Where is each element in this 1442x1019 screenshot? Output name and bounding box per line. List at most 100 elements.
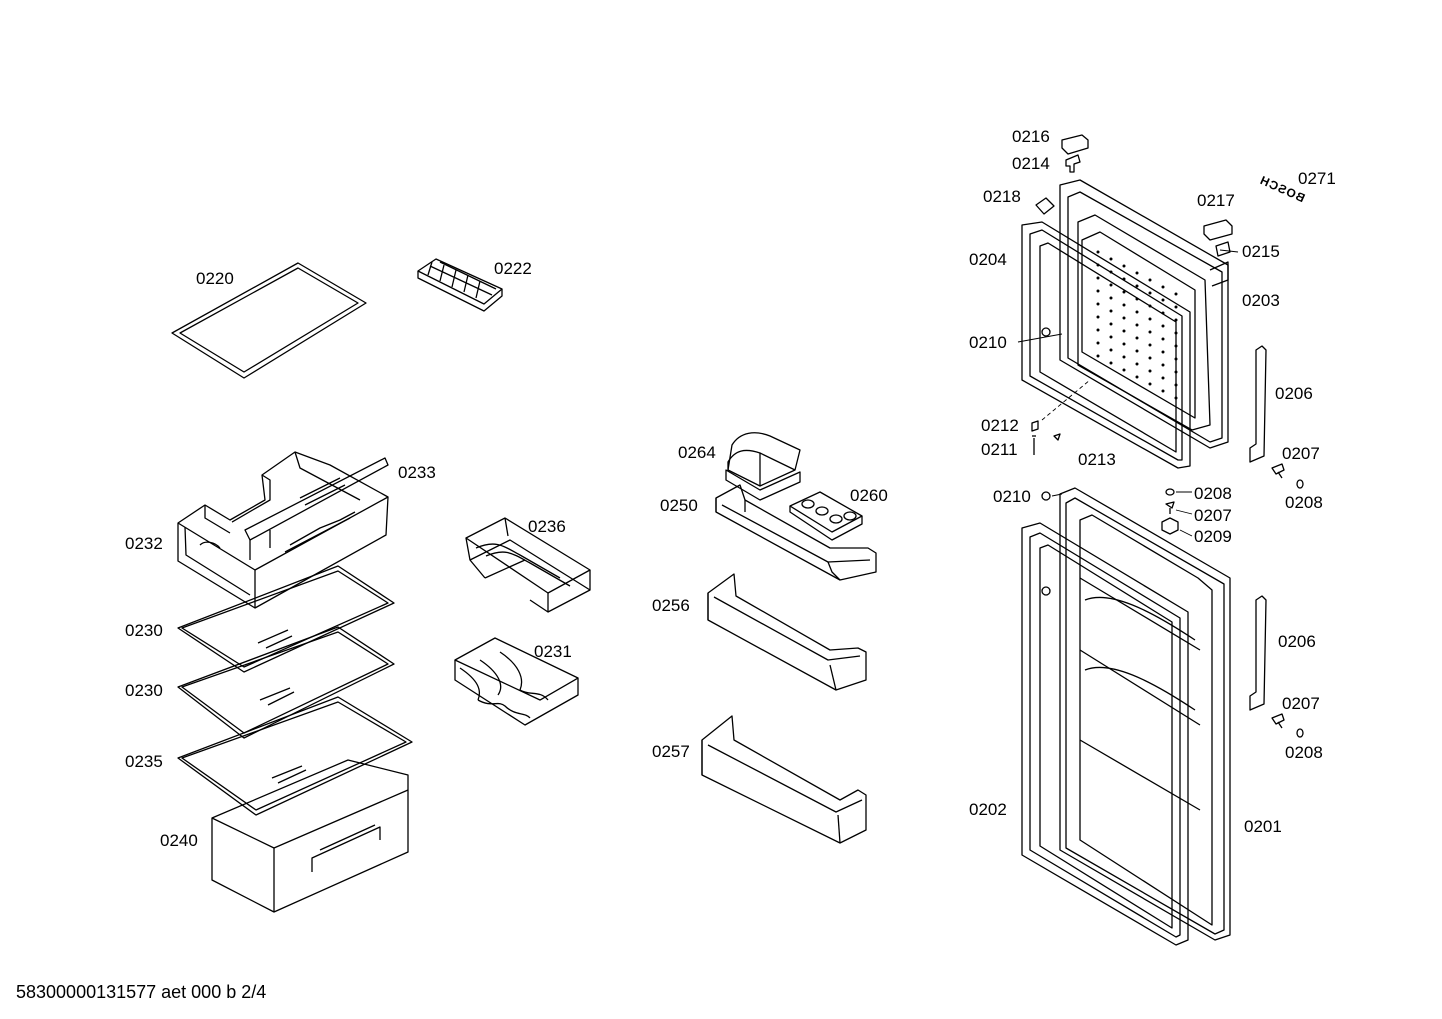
label-0235: 0235 — [125, 752, 163, 771]
door-dot — [1096, 341, 1100, 345]
label-0206-b: 0206 — [1278, 632, 1316, 651]
door-dot — [1122, 368, 1126, 372]
label-0213: 0213 — [1078, 450, 1116, 469]
part-0257-door-bin — [701, 715, 867, 844]
part-0210-plug-c — [1041, 586, 1051, 596]
leader-lines — [1017, 249, 1239, 537]
door-dot — [1109, 322, 1113, 326]
label-0210-a: 0210 — [969, 333, 1007, 352]
label-0209: 0209 — [1194, 527, 1232, 546]
label-0218: 0218 — [983, 187, 1021, 206]
label-0201: 0201 — [1244, 817, 1282, 836]
door-dot — [1109, 309, 1113, 313]
door-dot — [1161, 324, 1165, 328]
door-dot — [1096, 250, 1100, 254]
label-0214: 0214 — [1012, 154, 1050, 173]
door-dot — [1148, 369, 1152, 373]
door-dot — [1096, 302, 1100, 306]
label-0212: 0212 — [981, 416, 1019, 435]
door-dot — [1135, 375, 1139, 379]
label-0217: 0217 — [1197, 191, 1235, 210]
part-0208-washer-a — [1296, 479, 1304, 489]
label-0250: 0250 — [660, 496, 698, 515]
part-0203-dot-grid — [1096, 250, 1178, 400]
label-0204: 0204 — [969, 250, 1007, 269]
door-dot — [1122, 290, 1126, 294]
part-0220-tray — [171, 262, 367, 379]
door-dot — [1174, 292, 1178, 296]
part-0210-plug-a — [1041, 327, 1051, 337]
door-dot — [1135, 349, 1139, 353]
part-0222-ice-tray — [417, 258, 503, 312]
door-dot — [1135, 323, 1139, 327]
door-dot — [1096, 354, 1100, 358]
part-0214-bracket — [1065, 154, 1081, 173]
door-dot — [1122, 303, 1126, 307]
door-dot — [1148, 317, 1152, 321]
part-0232-drawer — [177, 451, 389, 609]
door-dot — [1109, 361, 1113, 365]
door-dot — [1161, 298, 1165, 302]
label-0256: 0256 — [652, 596, 690, 615]
door-dot — [1135, 271, 1139, 275]
door-dot — [1109, 335, 1113, 339]
door-dot — [1161, 389, 1165, 393]
door-dot — [1148, 291, 1152, 295]
document-footer-id: 58300000131577 aet 000 b 2/4 — [16, 982, 267, 1002]
part-0204-gasket — [1021, 221, 1191, 469]
door-dot — [1096, 315, 1100, 319]
door-dot — [1122, 264, 1126, 268]
door-dot — [1161, 363, 1165, 367]
door-dot — [1148, 330, 1152, 334]
label-0208-b: 0208 — [1194, 484, 1232, 503]
label-0230-b: 0230 — [125, 681, 163, 700]
door-dot — [1135, 284, 1139, 288]
part-0210-plug-b — [1041, 491, 1051, 501]
door-dot — [1161, 285, 1165, 289]
label-0220: 0220 — [196, 269, 234, 288]
door-dot — [1148, 278, 1152, 282]
part-0208-washer-b — [1165, 488, 1175, 496]
part-0201-fridge-door — [1059, 487, 1231, 941]
part-0207-screw-c — [1271, 713, 1285, 729]
door-dot — [1122, 316, 1126, 320]
door-dot — [1096, 328, 1100, 332]
label-0222: 0222 — [494, 259, 532, 278]
part-0260-egg-tray — [789, 491, 863, 541]
part-0217-cap — [1203, 219, 1233, 241]
label-0208-a: 0208 — [1285, 493, 1323, 512]
part-0212-part — [1031, 420, 1039, 432]
door-dot — [1109, 257, 1113, 261]
label-0230-a: 0230 — [125, 621, 163, 640]
part-0231-bottle-rack — [454, 637, 579, 726]
door-dot — [1161, 376, 1165, 380]
label-0260: 0260 — [850, 486, 888, 505]
door-dot — [1096, 289, 1100, 293]
part-0230-glass-shelf-1 — [177, 565, 395, 673]
label-0211: 0211 — [981, 440, 1018, 459]
part-0216-cap — [1061, 134, 1089, 155]
door-dot — [1135, 336, 1139, 340]
door-dot — [1148, 343, 1152, 347]
part-0207-screw-b — [1165, 501, 1175, 514]
part-0209-block — [1161, 517, 1179, 535]
door-dot — [1122, 342, 1126, 346]
part-0207-screw-a — [1271, 463, 1285, 479]
part-0250-door-shelf — [715, 484, 877, 581]
part-0235-glass-shelf — [177, 696, 413, 816]
part-0208-washer-c — [1296, 728, 1304, 738]
label-0264: 0264 — [678, 443, 716, 462]
door-dot — [1135, 310, 1139, 314]
label-0202: 0202 — [969, 800, 1007, 819]
door-dot — [1109, 283, 1113, 287]
door-dot — [1148, 356, 1152, 360]
label-0236: 0236 — [528, 517, 566, 536]
label-0216: 0216 — [1012, 127, 1050, 146]
label-0240: 0240 — [160, 831, 198, 850]
part-0230-glass-shelf-2 — [177, 626, 395, 739]
label-0215: 0215 — [1242, 242, 1280, 261]
door-dot — [1109, 348, 1113, 352]
part-0203-freezer-door — [1059, 179, 1229, 449]
door-dot — [1174, 318, 1178, 322]
part-0211-pin — [1032, 435, 1036, 455]
